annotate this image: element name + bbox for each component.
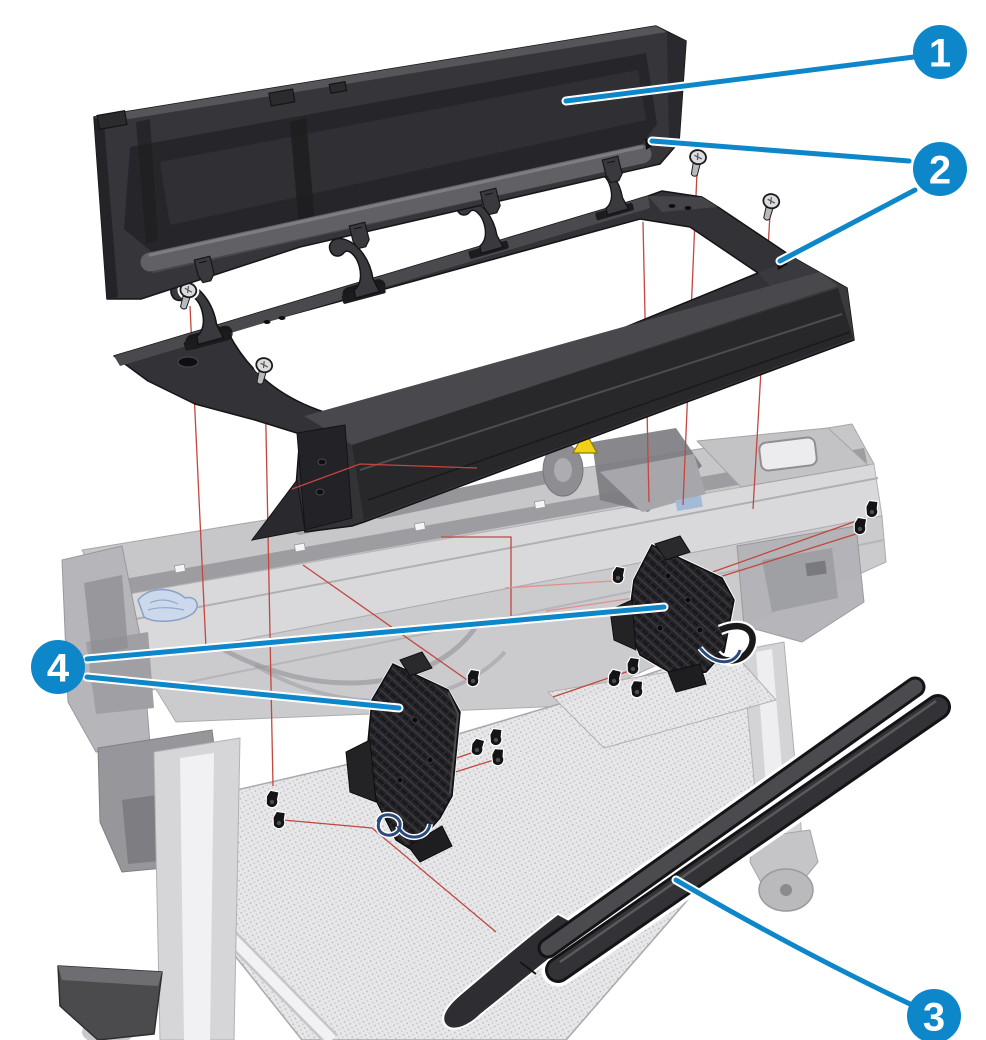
callout-1-circle [913, 25, 967, 79]
screw [760, 191, 783, 221]
callout-1: 1 [913, 25, 967, 79]
leader-1 [563, 54, 917, 104]
carriage-latch [675, 495, 703, 512]
bracket-assembly-right [609, 535, 759, 693]
top-cover-part [93, 25, 687, 300]
rail-top-strip [540, 679, 923, 956]
leader-4b [84, 674, 402, 711]
bracket-right-dimple2 [684, 596, 692, 604]
cover-left-edge [94, 117, 118, 299]
bracket-left-arm [345, 739, 377, 803]
frame-beam-highlight [359, 313, 843, 471]
cover-inner-panel [160, 70, 646, 225]
basket-tube-diagonal [220, 926, 336, 1040]
cloth-fold-lines [147, 599, 185, 611]
frame-corner-hole2 [684, 206, 692, 210]
cover-seam-strip-left [136, 119, 158, 244]
cover-seam-strip [290, 118, 316, 240]
bracket-left-dimple3 [396, 776, 404, 784]
right-plate-opening [758, 436, 818, 472]
black-screw [626, 656, 641, 676]
black-screw [611, 565, 626, 585]
bracket-left-wire [376, 813, 432, 839]
cover-frame-part [113, 162, 855, 541]
cover-clip-tabs [193, 155, 623, 284]
callout-4: 4 [31, 640, 85, 694]
bottom-rail-part [442, 673, 955, 1030]
screw [253, 355, 276, 385]
black-screw [853, 516, 868, 536]
cleaning-cloth [137, 588, 198, 622]
caster-right-hub [780, 884, 792, 896]
callout-4-number: 4 [47, 646, 70, 690]
printhead-carriage [600, 454, 706, 512]
cover-bumper-highlight [148, 145, 644, 257]
bracket-right-tab [654, 535, 691, 561]
frame-beam-bevel [304, 272, 838, 445]
leader-4a [84, 604, 667, 662]
end-plate-screw-hole2 [315, 488, 325, 496]
cover-bumper [140, 144, 652, 272]
left-edge-module [84, 575, 128, 656]
stand-leg-left-stripe [180, 753, 214, 1040]
callout-3-circle [907, 989, 961, 1040]
callout-3: 3 [907, 989, 961, 1040]
cover-top-clips [96, 80, 348, 131]
frame-beam-crease [367, 331, 851, 501]
rail-highlight [559, 699, 937, 964]
black-screw [489, 727, 503, 747]
callout-2-circle [913, 142, 967, 196]
bracket-right-dimple3 [696, 626, 704, 634]
black-screw [491, 747, 505, 767]
spindle-hub-core [554, 458, 572, 482]
leader-3 [673, 877, 913, 1007]
ghost-printer-body [57, 423, 887, 1040]
bracket-right-foot [667, 663, 707, 693]
callout-3-number: 3 [923, 995, 945, 1039]
bracket-left-rim [447, 691, 460, 795]
frame-rail-hole [263, 320, 271, 324]
bracket-right-wire [698, 647, 742, 664]
end-plate-screw-hole [317, 458, 327, 466]
leader-2b [777, 187, 918, 264]
frame-hook2 [328, 237, 386, 304]
callout-2: 2 [913, 142, 967, 196]
black-screw [470, 737, 486, 757]
bracket-left-foot [407, 825, 453, 863]
guide-rail-line [119, 477, 879, 623]
black-screw [865, 499, 879, 519]
bracket-left-dimple2 [426, 756, 434, 764]
callout-2-number: 2 [929, 148, 951, 192]
screw [687, 147, 709, 177]
callout-1-number: 1 [929, 31, 951, 75]
screw-leader-lines [282, 463, 866, 933]
wing-screw-hole [177, 356, 199, 368]
cover-top-face [94, 26, 667, 123]
black-screw [630, 679, 644, 699]
frame-screws [177, 147, 783, 385]
frame-corner-hole [668, 204, 676, 208]
rail-foot-notch [519, 961, 537, 975]
black-screw [272, 810, 287, 830]
callout-4-circle [31, 640, 85, 694]
bracket-left-tab [399, 651, 433, 677]
black-screw [607, 668, 623, 688]
bracket-right-dimple4 [656, 624, 664, 632]
frame-gusset [250, 478, 306, 541]
frame-rail-hole2 [278, 316, 286, 320]
black-screw [466, 668, 481, 688]
bracket-screws [265, 499, 879, 830]
bracket-right-dimple [664, 572, 672, 580]
rail-main-strip [548, 697, 948, 980]
stand-foot-left-top [58, 966, 162, 986]
callout-leader-lines [84, 54, 918, 1007]
bracket-left-dimple [411, 716, 419, 724]
service-station-detail [805, 560, 827, 577]
frame-corner-block [648, 196, 718, 212]
black-screw [265, 789, 280, 809]
leader-2a [649, 138, 912, 164]
